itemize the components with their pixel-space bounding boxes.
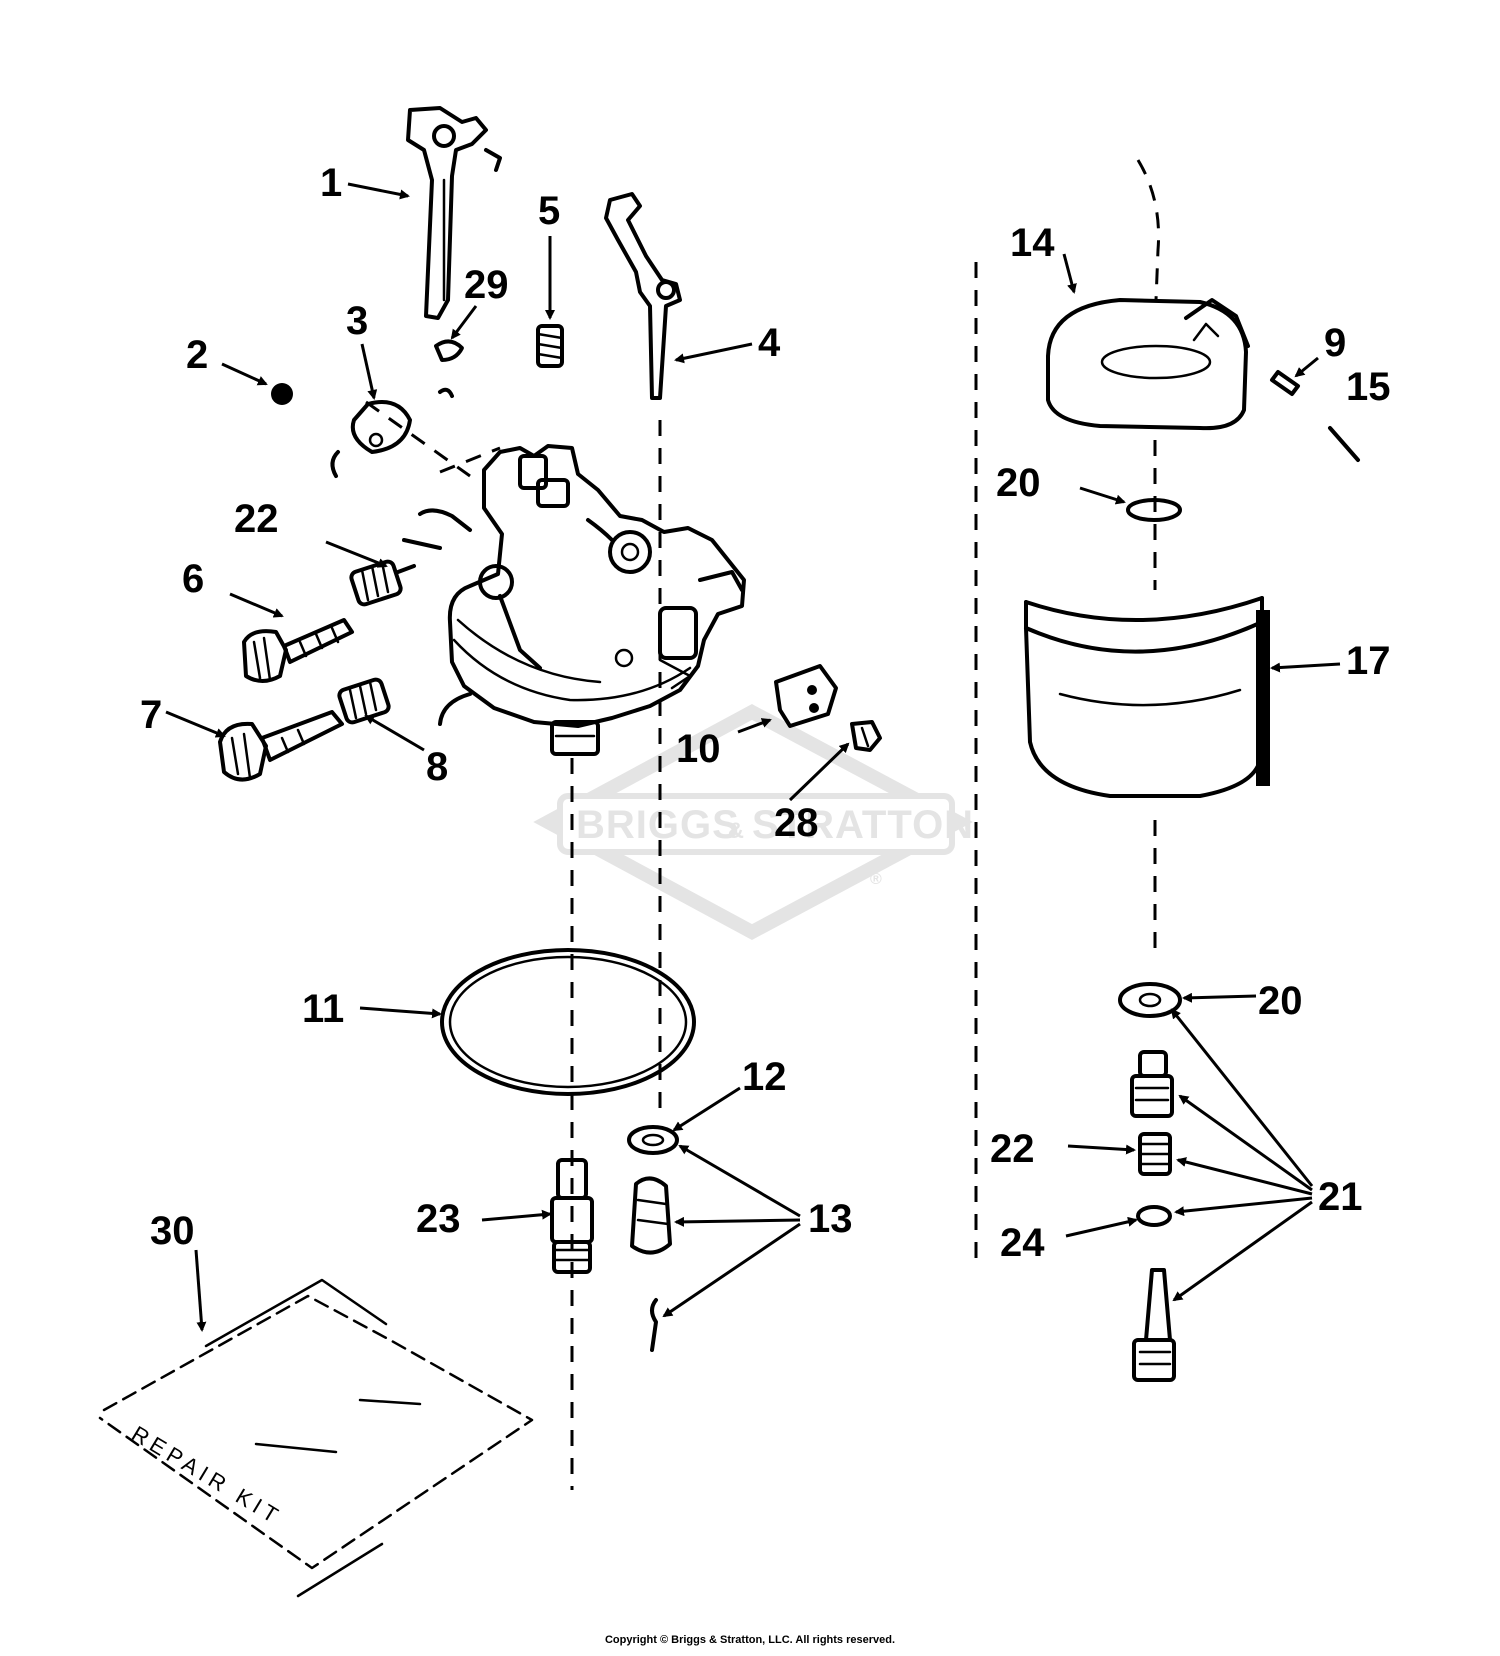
repair-kit-label: REPAIR KIT bbox=[127, 1421, 286, 1530]
part-washer-top bbox=[1126, 498, 1182, 522]
callout-12: 12 bbox=[742, 1055, 787, 1099]
callout-4: 4 bbox=[758, 321, 781, 365]
part-repair-kit: REPAIR KIT bbox=[98, 1278, 534, 1598]
callout-20-top: 20 bbox=[996, 461, 1041, 505]
callout-21: 21 bbox=[1318, 1175, 1363, 1219]
callout-3: 3 bbox=[346, 299, 368, 343]
part-inlet-needle-set bbox=[630, 1176, 672, 1352]
callout-30: 30 bbox=[150, 1209, 195, 1253]
part-float bbox=[1046, 298, 1250, 431]
callout-10: 10 bbox=[676, 727, 721, 771]
callout-24: 24 bbox=[1000, 1221, 1045, 1265]
part-screw bbox=[271, 383, 293, 405]
part-bowl-nut-assembly bbox=[1130, 1050, 1176, 1382]
callout-22-left: 22 bbox=[234, 497, 279, 541]
part-needle-spring bbox=[337, 677, 391, 725]
callout-2: 2 bbox=[186, 333, 208, 377]
callout-15: 15 bbox=[1346, 365, 1391, 409]
part-screw-small bbox=[850, 720, 882, 752]
callout-11: 11 bbox=[302, 987, 344, 1031]
callout-29: 29 bbox=[464, 263, 509, 307]
watermark-brand-amp: & bbox=[728, 818, 745, 843]
part-hinge-spring bbox=[1270, 370, 1300, 396]
callout-5: 5 bbox=[538, 189, 560, 233]
watermark-registered-mark: ® bbox=[870, 871, 883, 888]
leader-arrows bbox=[165, 182, 1341, 1332]
callout-20-bottom: 20 bbox=[1258, 979, 1303, 1023]
watermark-brand-right: STRATTON bbox=[752, 803, 974, 847]
callout-labels: 1 2 3 4 5 6 7 8 9 10 11 12 13 14 15 17 2… bbox=[140, 161, 1391, 1265]
part-idle-mixture-screw bbox=[242, 618, 354, 683]
part-throttle-plate bbox=[330, 400, 412, 478]
callout-28: 28 bbox=[774, 801, 819, 845]
part-needle-valve bbox=[218, 710, 344, 782]
callout-23: 23 bbox=[416, 1197, 461, 1241]
watermark-brand-left: BRIGGS bbox=[576, 803, 740, 847]
callout-9: 9 bbox=[1324, 321, 1346, 365]
part-washer bbox=[627, 1125, 679, 1155]
callout-14: 14 bbox=[1010, 221, 1055, 265]
callout-22-right: 22 bbox=[990, 1127, 1035, 1171]
callout-6: 6 bbox=[182, 557, 204, 601]
part-hinge-pin bbox=[1328, 426, 1360, 462]
part-spring bbox=[536, 324, 564, 368]
callout-1: 1 bbox=[320, 161, 342, 205]
assembly-centerlines bbox=[365, 159, 1161, 1490]
part-seal bbox=[434, 339, 464, 398]
part-plate bbox=[774, 664, 838, 728]
copyright-notice: Copyright © Briggs & Stratton, LLC. All … bbox=[604, 1634, 896, 1646]
part-carburetor-body bbox=[402, 444, 746, 756]
callout-7: 7 bbox=[140, 693, 162, 737]
part-washer-bottom bbox=[1118, 982, 1182, 1018]
part-spring-idle bbox=[349, 559, 416, 607]
callout-8: 8 bbox=[426, 745, 448, 789]
callout-13: 13 bbox=[808, 1197, 853, 1241]
callout-17: 17 bbox=[1346, 639, 1391, 683]
brand-watermark: BRIGGS & STRATTON ® bbox=[533, 704, 974, 940]
part-float-bowl bbox=[1024, 596, 1270, 798]
part-gasket bbox=[440, 948, 696, 1096]
part-choke-shaft bbox=[604, 192, 682, 400]
part-throttle-shaft bbox=[406, 106, 502, 320]
part-main-jet bbox=[550, 1158, 594, 1274]
